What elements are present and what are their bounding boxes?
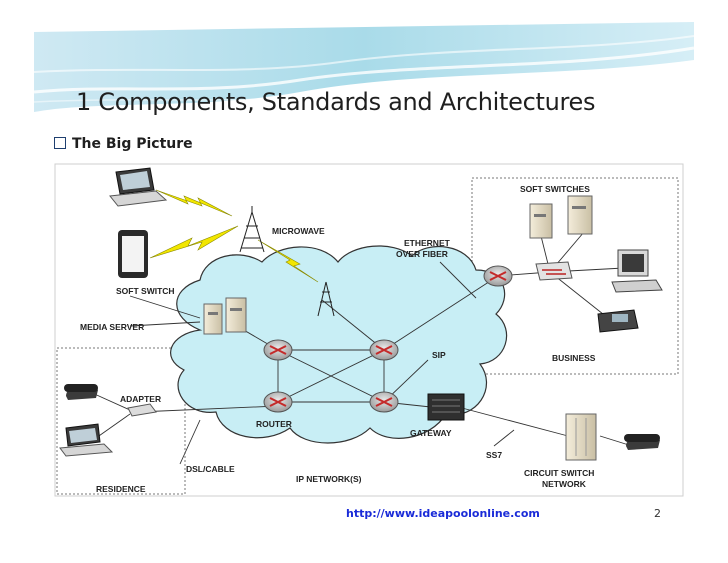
- soft-switch-servers-icon: [529, 195, 593, 239]
- pstn-phone-icon: [624, 434, 660, 450]
- ip-network-label: IP NETWORK(S): [296, 474, 362, 484]
- router-icon: [483, 265, 513, 287]
- ss7-label: SS7: [486, 450, 502, 460]
- header-band: [33, 22, 695, 112]
- ip-network-cloud: [170, 245, 508, 444]
- sip-label: SIP: [432, 350, 446, 360]
- ip-phone-icon: [597, 309, 639, 333]
- soft-switches-label: SOFT SWITCHES: [520, 184, 590, 194]
- laptop-icon: [109, 167, 168, 207]
- gateway-label: GATEWAY: [410, 428, 452, 438]
- slide-title: 1 Components, Standards and Architecture…: [76, 88, 596, 116]
- section-heading: The Big Picture: [54, 136, 193, 152]
- router-icon: [263, 391, 293, 413]
- microwave-tower-icon: [239, 206, 265, 253]
- business-label: BUSINESS: [552, 353, 596, 363]
- circuit-switch-icon: [565, 413, 597, 461]
- residence-laptop-icon: [59, 423, 114, 457]
- circuit-network-label: NETWORK: [542, 479, 587, 489]
- soft-switch-label: SOFT SWITCH: [116, 286, 175, 296]
- section-heading-text: The Big Picture: [72, 136, 193, 152]
- telephone-icon: [64, 384, 98, 400]
- footer-link[interactable]: http://www.ideapoolonline.com: [346, 507, 540, 520]
- wireless-bolts: [149, 189, 319, 283]
- router-icon: [369, 339, 399, 361]
- checkbox-bullet-icon: [54, 137, 66, 149]
- adapter-label: ADAPTER: [120, 394, 161, 404]
- media-server-icon: [203, 297, 247, 335]
- over-fiber-label: OVER FIBER: [396, 249, 448, 259]
- ethernet-switch-icon: [535, 261, 573, 281]
- router-label: ROUTER: [256, 419, 292, 429]
- page-number: 2: [654, 507, 661, 520]
- gateway-icon: [427, 393, 465, 421]
- desktop-computer-icon: [611, 249, 663, 293]
- router-icon: [263, 339, 293, 361]
- microwave-label: MICROWAVE: [272, 226, 325, 236]
- residence-box: [56, 347, 186, 495]
- residence-label: RESIDENCE: [96, 484, 146, 494]
- smartphone-icon: [118, 230, 148, 278]
- router-icon: [369, 391, 399, 413]
- circuit-switch-label: CIRCUIT SWITCH: [524, 468, 594, 478]
- adapter-icon: [127, 403, 157, 417]
- dsl-cable-label: DSL/CABLE: [186, 464, 235, 474]
- tower-icon: [317, 281, 335, 317]
- ethernet-label: ETHERNET: [404, 238, 451, 248]
- media-server-label: MEDIA SERVER: [80, 322, 144, 332]
